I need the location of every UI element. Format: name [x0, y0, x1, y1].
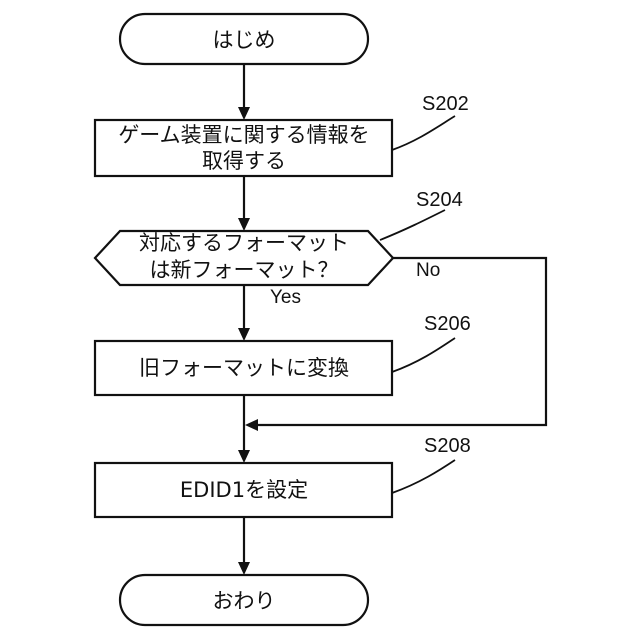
- arrowhead: [238, 562, 250, 575]
- s202-label-line1: ゲーム装置に関する情報を: [118, 123, 369, 147]
- no-label: No: [416, 260, 440, 281]
- s206-leader-line: [392, 338, 455, 372]
- s206-label: 旧フォーマットに変換: [139, 356, 349, 380]
- s204-label-line2: は新フォーマット？: [150, 258, 339, 282]
- s204-label-line1: 対応するフォーマット: [139, 231, 349, 255]
- step-label-s208: S208: [424, 435, 471, 457]
- step-label-s206: S206: [424, 313, 471, 335]
- s202-label-line2: 取得する: [202, 149, 286, 173]
- s202-leader-line: [392, 116, 455, 150]
- step-label-s204: S204: [416, 189, 463, 211]
- process-s208: EDID1を設定 S208: [95, 435, 471, 517]
- start-label: はじめ: [213, 28, 276, 52]
- end-terminal: おわり: [120, 575, 368, 625]
- arrowhead: [245, 419, 258, 431]
- arrowhead: [238, 107, 250, 120]
- decision-s204: 対応するフォーマット は新フォーマット？ S204: [95, 189, 463, 285]
- s208-label: EDID1を設定: [180, 478, 308, 502]
- arrowhead: [238, 218, 250, 231]
- process-s202: ゲーム装置に関する情報を 取得する S202: [95, 93, 469, 176]
- start-terminal: はじめ: [120, 14, 368, 64]
- yes-label: Yes: [270, 287, 301, 308]
- s208-leader-line: [392, 460, 455, 493]
- s204-leader-line: [380, 210, 445, 240]
- end-label: おわり: [213, 589, 276, 613]
- arrowhead: [238, 450, 250, 463]
- arrowhead: [238, 328, 250, 341]
- process-s206: 旧フォーマットに変換 S206: [95, 313, 471, 395]
- step-label-s202: S202: [422, 93, 469, 115]
